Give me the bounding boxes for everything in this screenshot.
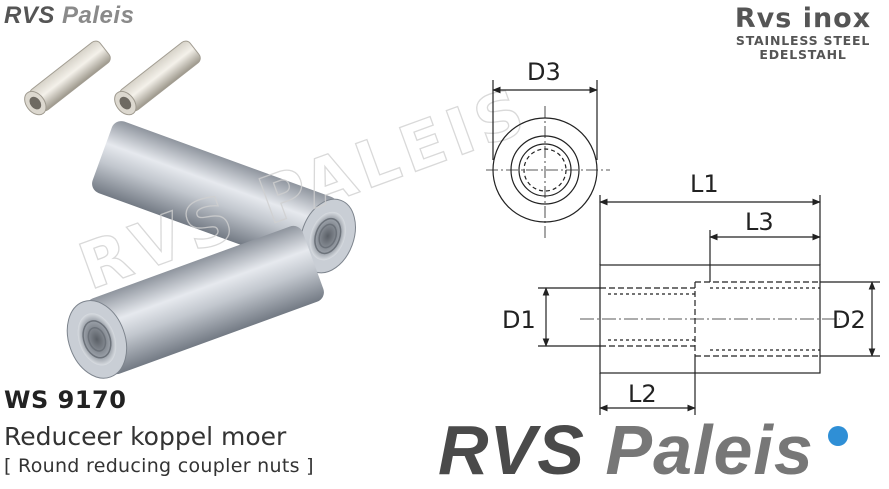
brand-logo-small: RVS Paleis	[4, 2, 134, 30]
brand-inox-line2: STAINLESS STEEL	[735, 33, 871, 48]
logo-large-paleis: Paleis	[605, 411, 814, 489]
coupler-nut-render-icon	[66, 121, 356, 379]
brand-logo-large: RVS Paleis	[438, 412, 814, 488]
label-l1: L1	[690, 170, 719, 198]
logo-dot-icon	[828, 426, 848, 446]
product-name-nl: Reduceer koppel moer	[4, 422, 287, 451]
label-d2: D2	[832, 306, 866, 334]
logo-large-rvs: RVS	[438, 411, 585, 489]
logo-small-rvs: RVS	[4, 2, 55, 29]
label-l2: L2	[628, 380, 657, 408]
brand-rvs-inox: Rvs inox STAINLESS STEEL EDELSTAHL	[723, 4, 883, 62]
product-name-en: [ Round reducing coupler nuts ]	[4, 455, 314, 477]
coupler-nut-photo-icon	[24, 40, 201, 116]
product-code: WS 9170	[4, 386, 127, 414]
logo-small-paleis: Paleis	[62, 2, 135, 29]
label-d1: D1	[502, 306, 536, 334]
label-l3: L3	[745, 208, 774, 236]
brand-inox-line3: EDELSTAHL	[759, 47, 847, 62]
label-d3: D3	[527, 58, 561, 86]
brand-inox-title: Rvs inox	[734, 3, 872, 34]
